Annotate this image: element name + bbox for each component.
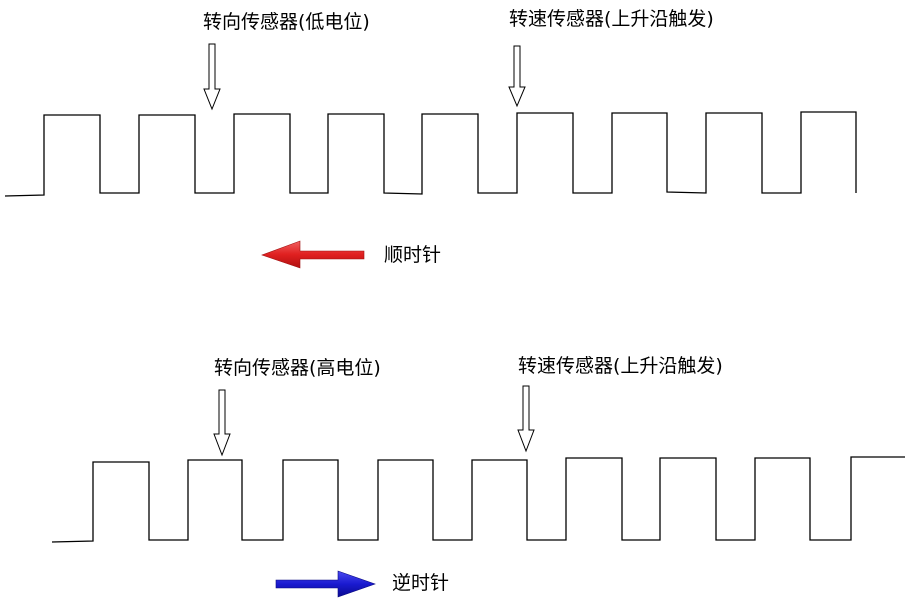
- square-wave-clockwise: [4, 111, 857, 197]
- steering-sensor-label-counterclockwise: 转向传感器(高电位): [214, 357, 381, 379]
- speed-sensor-label-clockwise: 转速传感器(上升沿触发): [509, 8, 714, 30]
- steering-sensor-label-clockwise: 转向传感器(低电位): [203, 11, 370, 33]
- square-wave-counterclockwise: [51, 456, 905, 543]
- speed-sensor-label-counterclockwise: 转速传感器(上升沿触发): [518, 355, 723, 377]
- speed-sensor-pointer-counterclockwise: [517, 385, 535, 453]
- counterclockwise-direction-arrow: [275, 570, 376, 598]
- clockwise-direction-arrow: [261, 240, 365, 269]
- clockwise-direction-label: 顺时针: [384, 244, 442, 266]
- speed-sensor-pointer-clockwise: [508, 45, 526, 108]
- steering-sensor-pointer-counterclockwise: [213, 389, 231, 457]
- counterclockwise-direction-label: 逆时针: [392, 572, 450, 594]
- steering-sensor-pointer-clockwise: [203, 43, 221, 111]
